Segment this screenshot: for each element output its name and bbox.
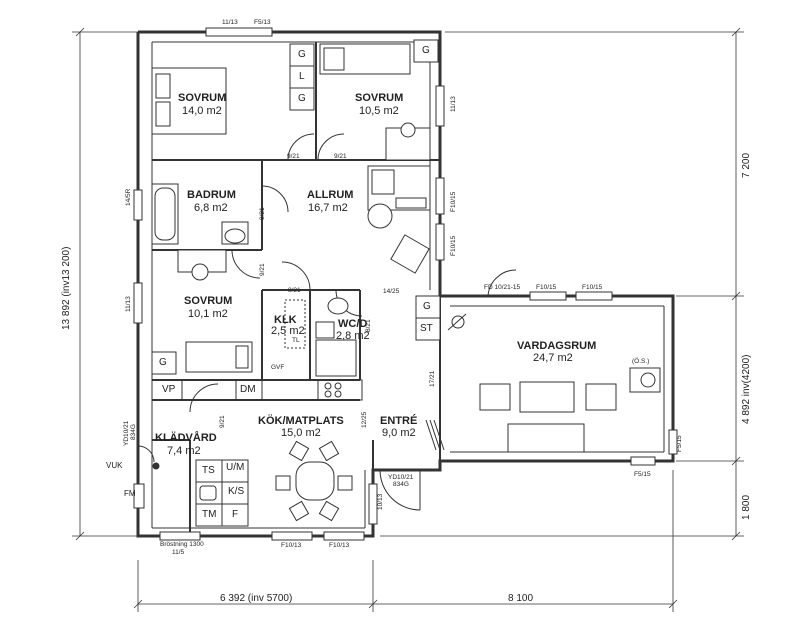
room-area-allrum: 16,7 m2	[308, 202, 348, 214]
room-label-kok: KÖK/MATPLATS	[258, 415, 344, 427]
door-label: 9/21	[259, 207, 266, 220]
door-label: 14/25	[383, 288, 400, 295]
fixture-label: TS	[202, 465, 215, 476]
room-area-vardagsrum: 24,7 m2	[533, 352, 573, 364]
door-label: 17/21	[429, 370, 436, 387]
room-label-vardagsrum: VARDAGSRUM	[517, 340, 597, 352]
window-label: F5/15	[676, 435, 683, 452]
dimension-label-left: 13 892 (inv13 200)	[61, 246, 72, 330]
door-label: 834G	[393, 481, 409, 488]
room-area-kok: 15,0 m2	[281, 427, 321, 439]
fixture-label: DM	[240, 384, 256, 395]
window-label: F5/15	[634, 471, 651, 478]
fixture-label: VUK	[106, 461, 123, 470]
fixture-label: G	[298, 49, 306, 60]
fixture-label: U/M	[226, 462, 245, 473]
window-label: F10/15	[450, 235, 457, 256]
fixture-label: F	[232, 509, 239, 520]
dimension-label-right-top: 7 200	[741, 152, 752, 178]
fixture-label: VP	[162, 384, 176, 395]
fixture-label: GVF	[271, 364, 285, 371]
room-label-badrum: BADRUM	[187, 189, 236, 201]
room-label-sovrum-1: SOVRUM	[178, 92, 227, 104]
door-label: 9/21	[287, 153, 300, 160]
door-label: 12/25	[361, 411, 368, 428]
fixture-label: G	[422, 45, 430, 56]
window-label: 10/13	[377, 493, 384, 510]
window-label: F10/13	[329, 542, 350, 549]
furniture	[133, 39, 661, 527]
room-label-allrum: ALLRUM	[307, 189, 354, 201]
room-label-klk: KLK	[274, 314, 297, 326]
door-label: 9/21	[219, 415, 226, 428]
window-label: 11/13	[450, 96, 457, 112]
door-label: 9/21	[334, 153, 347, 160]
door-label: YD10/21	[388, 474, 414, 481]
windows	[133, 27, 678, 541]
window-label: 11/13	[125, 296, 132, 312]
room-area-entre: 9,0 m2	[382, 427, 416, 439]
window-label: F10/15	[536, 284, 557, 291]
door-label: 834G	[130, 424, 137, 440]
room-label-wcd: WC/D	[338, 318, 368, 330]
fixture-label: FM	[124, 489, 136, 498]
room-label-sovrum-2: SOVRUM	[355, 92, 404, 104]
room-area-wcd: 2,8 m2	[336, 330, 370, 342]
door-label: 8/21	[365, 319, 372, 332]
room-area-klk: 2,5 m2	[271, 325, 305, 337]
room-area-sovrum-1: 14,0 m2	[182, 105, 222, 117]
fixture-label: K/S	[228, 486, 245, 497]
room-area-kladvard: 7,4 m2	[167, 445, 201, 457]
room-area-badrum: 6,8 m2	[194, 202, 228, 214]
dimension-label-bottom-right: 8 100	[508, 593, 534, 604]
room-area-sovrum-3: 10,1 m2	[188, 308, 228, 320]
door-label: 8/21	[288, 287, 301, 294]
fixture-label: (Ö.S.)	[632, 358, 650, 365]
room-label-kladvard: KLÄDVÅRD	[155, 432, 217, 444]
window-label: F5/13	[254, 19, 271, 26]
window-label: F10/15	[450, 191, 457, 212]
door-label: 9/21	[259, 263, 266, 276]
window-label: 11/13	[222, 19, 238, 26]
fixture-label: L	[299, 71, 305, 82]
room-label-sovrum-3: SOVRUM	[184, 295, 233, 307]
fixture-label: G	[159, 357, 167, 368]
room-area-sovrum-2: 10,5 m2	[359, 105, 399, 117]
window-label: Bröstning 1300	[160, 541, 204, 548]
window-label: FD 10/21-15	[484, 284, 521, 291]
dimension-label-right-bottom: 1 800	[741, 494, 752, 520]
window-label: 14/5R	[125, 188, 132, 206]
window-label: F10/15	[582, 284, 603, 291]
dimension-label-bottom-left: 6 392 (inv 5700)	[220, 593, 293, 604]
fixture-label: G	[423, 301, 431, 312]
dimension-label-right-mid: 4 892 inv(4200)	[741, 354, 752, 425]
fixture-label: TM	[202, 509, 217, 520]
fixture-label: TL	[292, 337, 300, 344]
window-label: F10/13	[281, 542, 302, 549]
doors	[137, 133, 517, 511]
dimension-lines	[72, 27, 744, 612]
window-label: 11/5	[172, 549, 185, 556]
room-label-entre: ENTRÉ	[380, 415, 418, 427]
fixture-label: ST	[420, 323, 433, 334]
fixture-label: G	[298, 93, 306, 104]
